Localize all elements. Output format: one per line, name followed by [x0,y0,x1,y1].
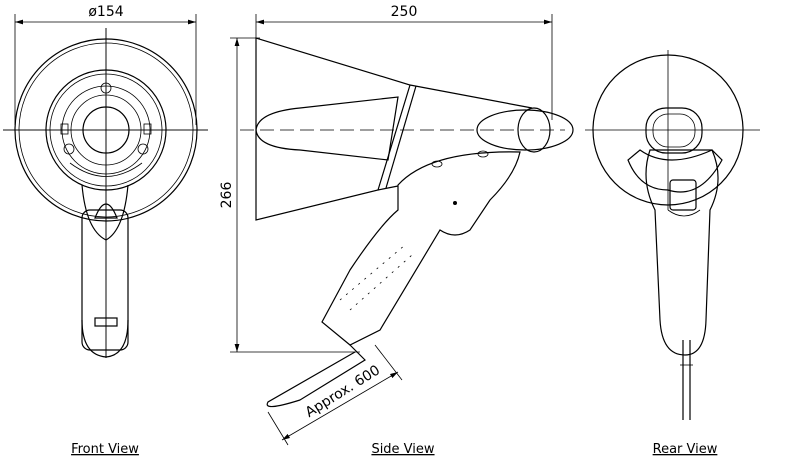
rear-view-label: Rear View [653,442,718,457]
side-height-dimension: 266 [219,182,235,209]
front-diameter-dimension: ø154 [88,4,123,20]
front-view-label: Front View [71,442,139,457]
side-view: 250 266 Approx. 600 Side View [219,4,574,457]
side-length-dimension: 250 [391,4,418,20]
front-view: ø154 Front View [3,4,208,457]
rear-view: Rear View [585,50,760,457]
side-view-label: Side View [371,442,434,457]
